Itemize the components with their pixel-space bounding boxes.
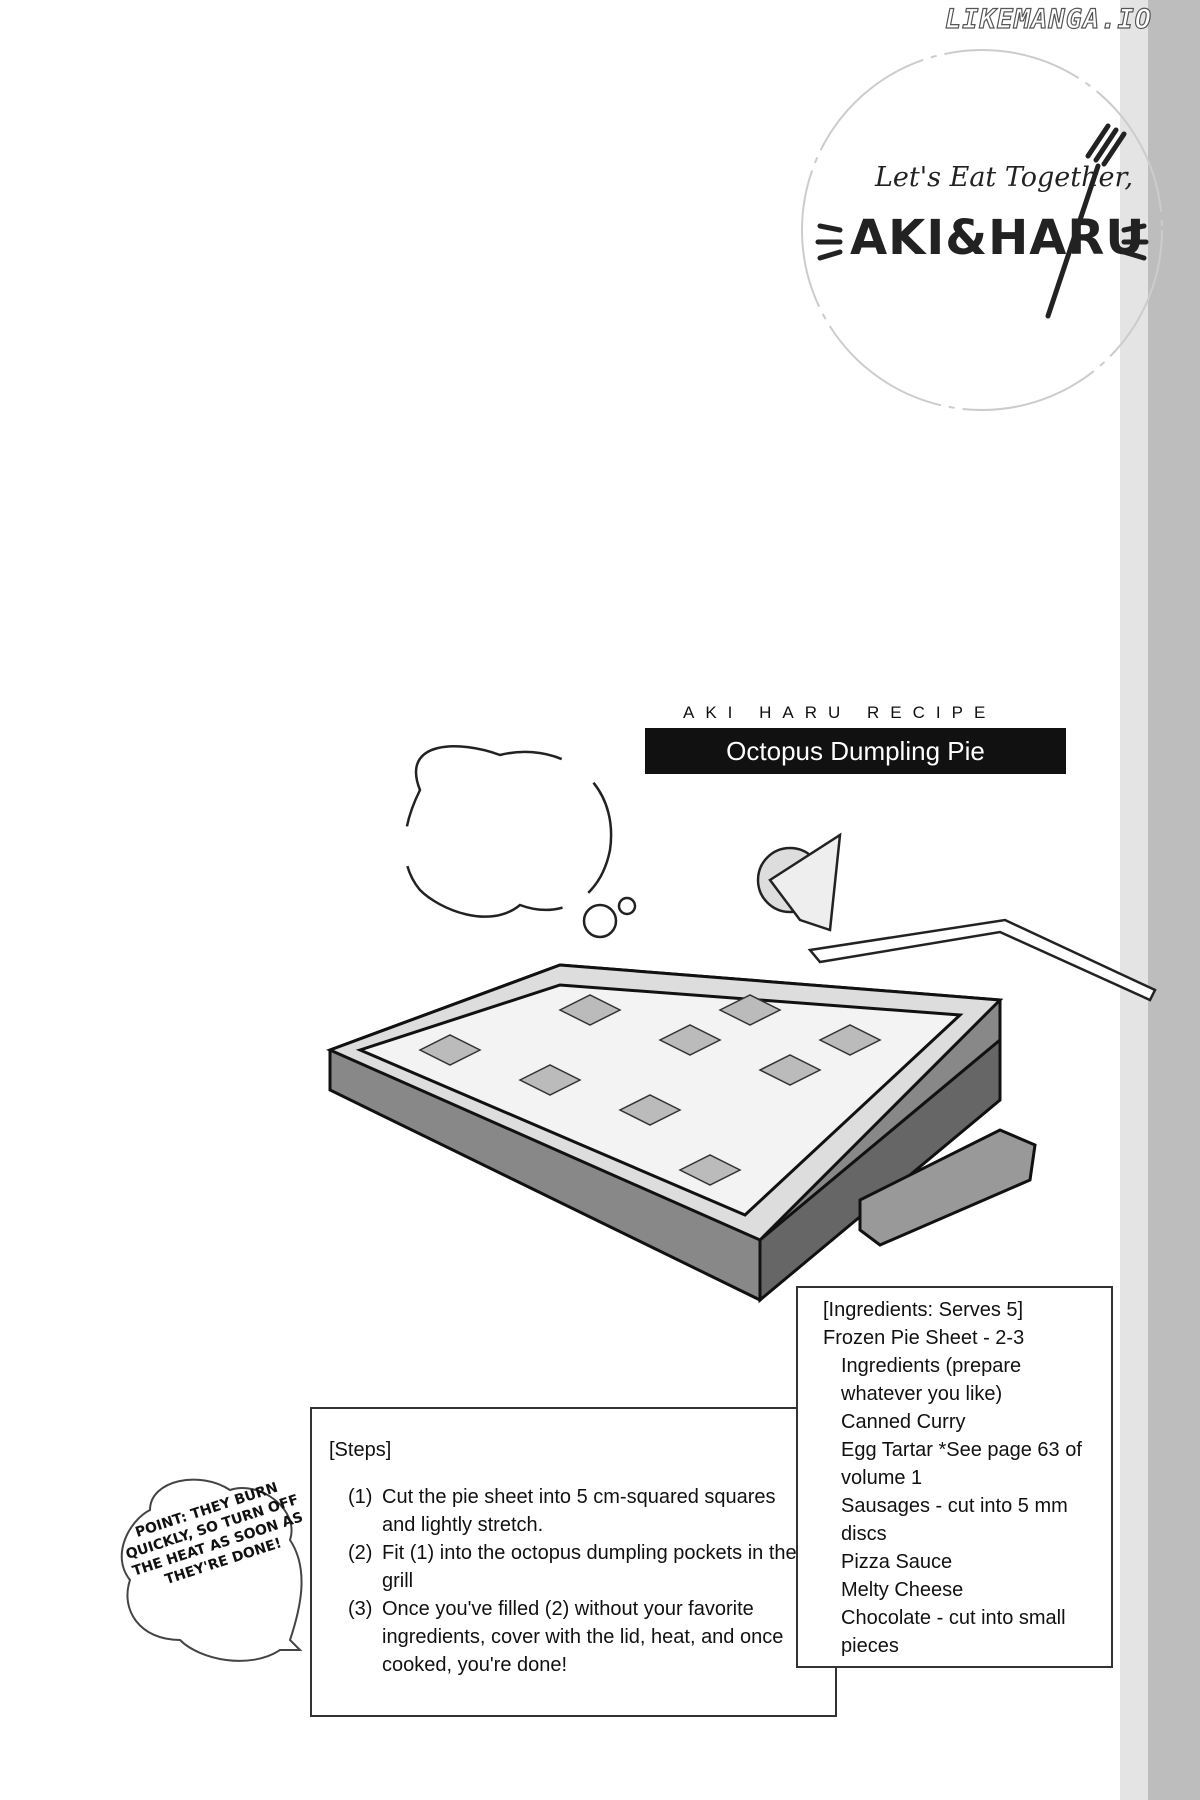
ingredient-item: Ingredients (prepare whatever you like) (841, 1355, 1022, 1405)
ingredient-item: Pizza Sauce (841, 1551, 953, 1573)
ingredient-item: Melty Cheese (841, 1579, 964, 1601)
page-edge-dark (1148, 0, 1200, 1800)
ingredient-item: Canned Curry (841, 1411, 966, 1433)
steps-box: [Steps] (1) Cut the pie sheet into 5 cm-s… (310, 1407, 837, 1717)
cloud-bubble-icon (120, 1478, 303, 1662)
page-edge-light (1120, 0, 1148, 1800)
step-item: (3) Once you've filled (2) without your f… (348, 1595, 808, 1679)
steps-header: [Steps] (329, 1439, 392, 1461)
grill-pan-icon (326, 963, 1037, 1304)
watermark: LIKEMANGA.IO (944, 3, 1153, 35)
ingredients-box: [Ingredients: Serves 5] Frozen Pie Sheet… (796, 1286, 1113, 1668)
thought-bubble-icon (403, 745, 637, 939)
step-text: Fit (1) into the octopus dumpling pocket… (382, 1542, 797, 1592)
step-number: (3) (348, 1598, 373, 1620)
recipe-title: Octopus Dumpling Pie (645, 728, 1066, 774)
step-text: Once you've filled (2) without your favo… (382, 1598, 784, 1676)
logo-title: AKI&HARU (850, 210, 1146, 266)
recipe-label: AKI HARU RECIPE (683, 703, 997, 722)
step-number: (2) (348, 1542, 373, 1564)
ingredient-item: Chocolate - cut into small pieces (841, 1607, 1066, 1657)
ingredient-item: Sausages - cut into 5 mm discs (841, 1495, 1068, 1545)
step-number: (1) (348, 1486, 373, 1508)
step-item: (1) Cut the pie sheet into 5 cm-squared s… (348, 1483, 808, 1539)
fork-icon (1045, 123, 1127, 319)
logo-circle (801, 49, 1163, 411)
ingredients-header: [Ingredients: Serves 5] (823, 1299, 1024, 1321)
step-text: Cut the pie sheet into 5 cm-squared squa… (382, 1486, 776, 1536)
logo-subtitle: Let's Eat Together, (875, 162, 1134, 193)
ingredient-item: Egg Tartar *See page 63 of volume 1 (841, 1439, 1082, 1489)
ingredient-main: Frozen Pie Sheet - 2-3 (823, 1327, 1025, 1349)
fork-with-dumpling-icon (756, 832, 1157, 1002)
step-item: (2) Fit (1) into the octopus dumpling poc… (348, 1539, 808, 1595)
